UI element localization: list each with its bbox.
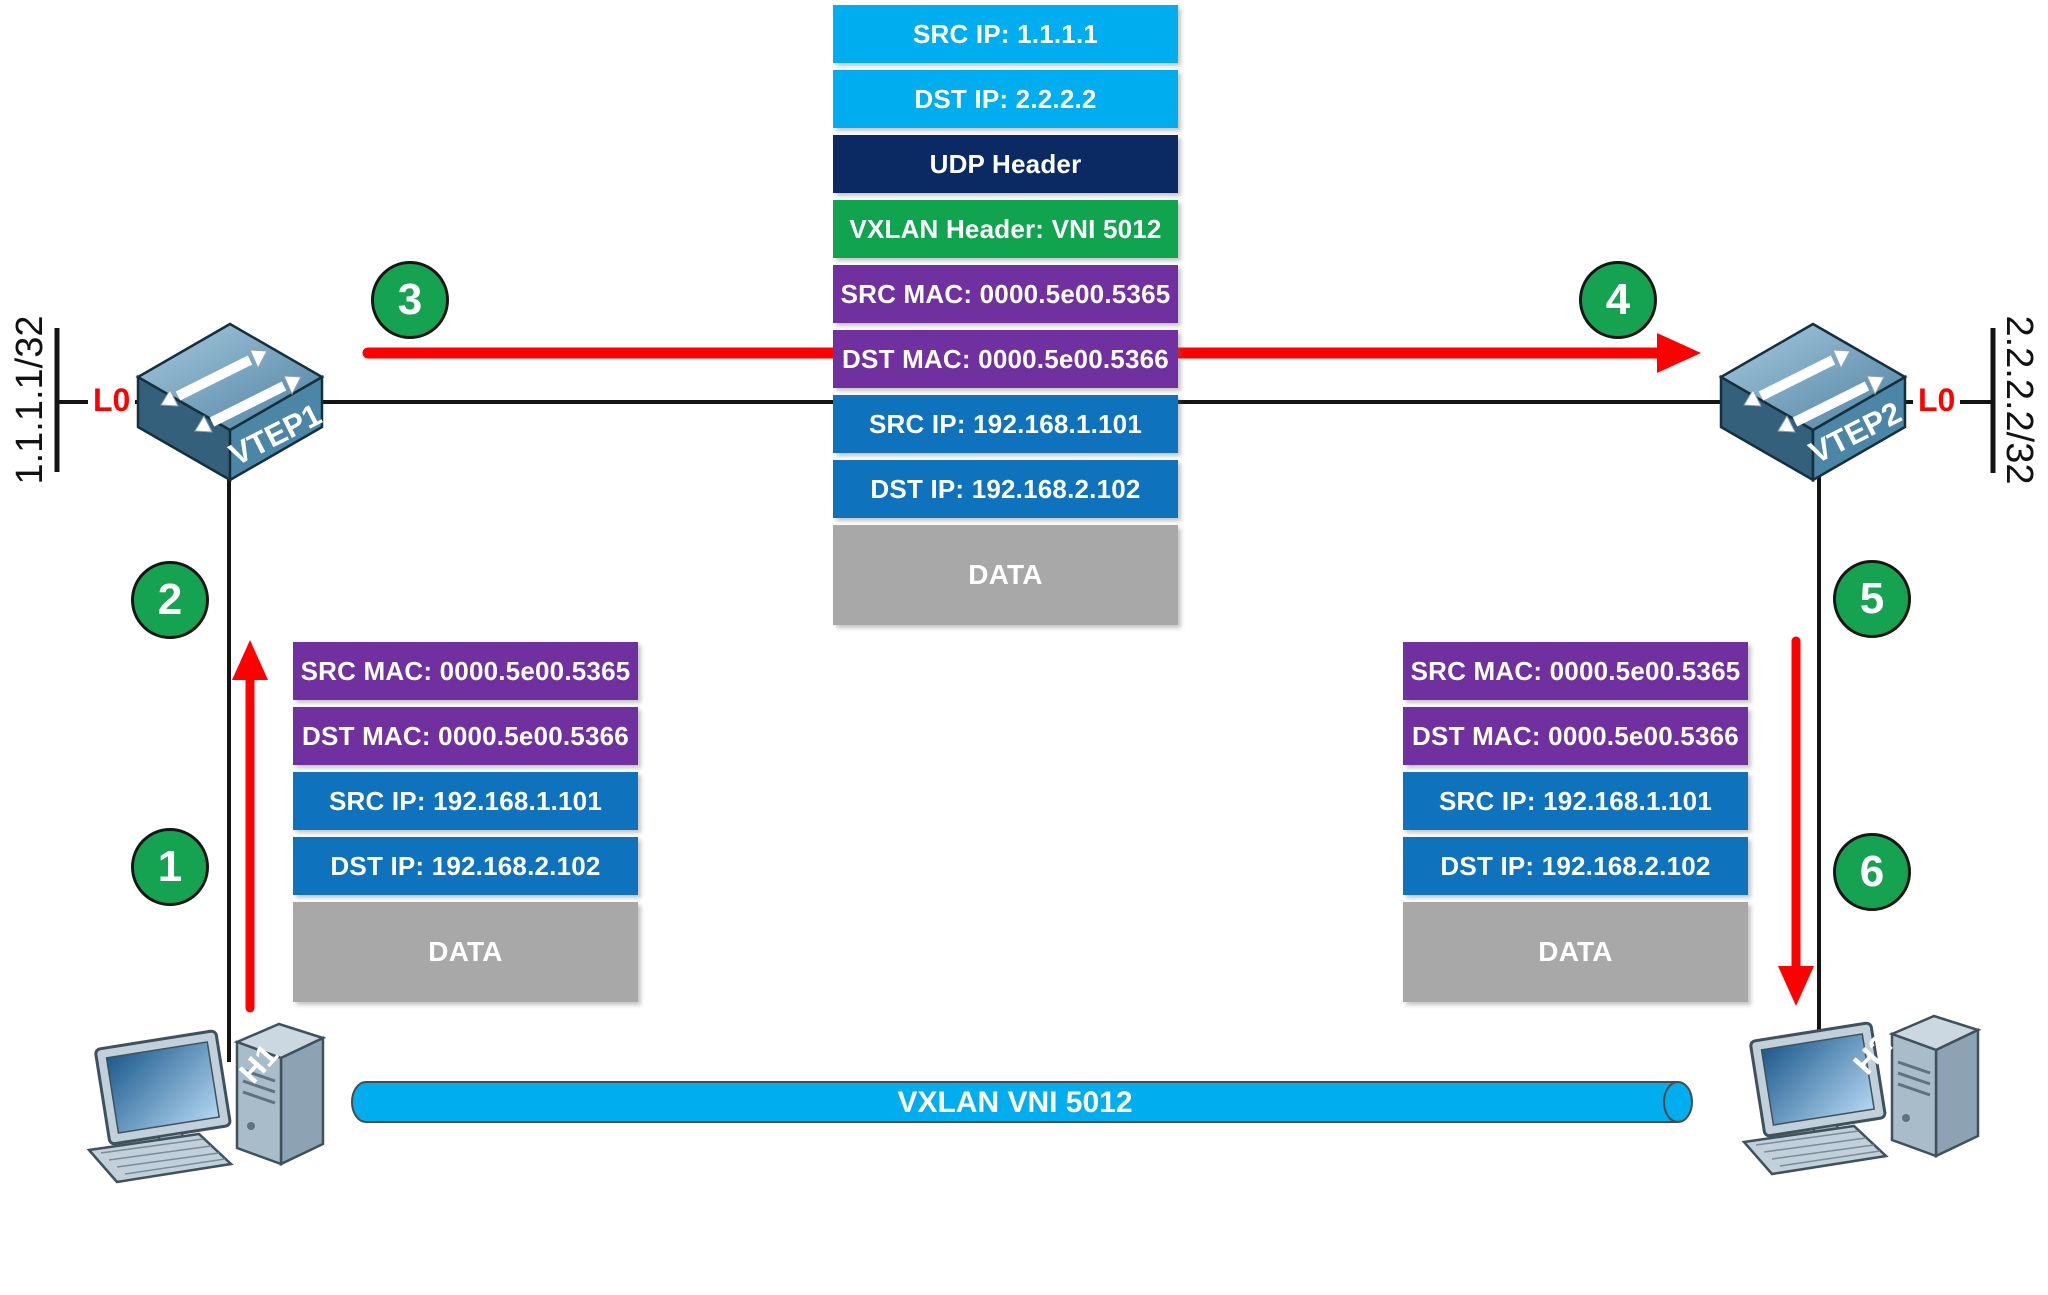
packet-layer-blue: DST IP: 192.168.2.102 <box>833 460 1178 518</box>
step-circle-5: 5 <box>1833 560 1911 638</box>
packet-layer-gray: DATA <box>833 525 1178 625</box>
host2-caption: IP: 192.168.2.102 MAC: 0000.5e00.5366 <box>1641 1198 2011 1295</box>
packet-layer-blue: SRC IP: 192.168.1.101 <box>833 395 1178 453</box>
host2-ip-label: IP: 192.168.2.102 <box>1641 1290 2011 1295</box>
packet-layer-purple: SRC MAC: 0000.5e00.5365 <box>293 642 638 700</box>
flow-arrow-up <box>232 640 268 1013</box>
step-circle-1: 1 <box>131 828 209 906</box>
packet-layer-navy: UDP Header <box>833 135 1178 193</box>
packet-layer-purple: DST MAC: 0000.5e00.5366 <box>293 707 638 765</box>
packet-layer-purple: SRC MAC: 0000.5e00.5365 <box>1403 642 1748 700</box>
vtep1-interface-label: L0 <box>88 382 136 418</box>
vtep2-loopback-label: 2.2.2.2/32 <box>1998 315 2040 485</box>
step-circle-3: 3 <box>371 261 449 339</box>
flow-arrow-down <box>1778 636 1814 1006</box>
step-circle-4: 4 <box>1579 261 1657 339</box>
step-circle-2: 2 <box>131 561 209 639</box>
packet-layer-cyan: SRC IP: 1.1.1.1 <box>833 5 1178 63</box>
vtep2-interface-label: L0 <box>1913 382 1961 418</box>
vxlan-tunnel-label: VXLAN VNI 5012 <box>897 1086 1133 1119</box>
host1-ip-label: IP: 192.168.1.101 <box>30 1290 400 1295</box>
packet-layer-purple: SRC MAC: 0000.5e00.5365 <box>833 265 1178 323</box>
packet-layer-green: VXLAN Header: VNI 5012 <box>833 200 1178 258</box>
packet-layer-gray: DATA <box>1403 902 1748 1002</box>
packet-layer-blue: DST IP: 192.168.2.102 <box>293 837 638 895</box>
packet-layer-gray: DATA <box>293 902 638 1002</box>
step-circle-6: 6 <box>1833 833 1911 911</box>
packet-layer-purple: DST MAC: 0000.5e00.5366 <box>833 330 1178 388</box>
packet-layer-blue: DST IP: 192.168.2.102 <box>1403 837 1748 895</box>
packet-layer-blue: SRC IP: 192.168.1.101 <box>1403 772 1748 830</box>
vtep1-loopback-label: 1.1.1.1/32 <box>9 315 51 485</box>
packet-layer-blue: SRC IP: 192.168.1.101 <box>293 772 638 830</box>
packet-layer-purple: DST MAC: 0000.5e00.5366 <box>1403 707 1748 765</box>
packet-layer-cyan: DST IP: 2.2.2.2 <box>833 70 1178 128</box>
host1-caption: IP: 192.168.1.101 MAC: 0000.5e00.5365 <box>30 1198 400 1295</box>
vxlan-tunnel-tube <box>351 1081 1693 1123</box>
